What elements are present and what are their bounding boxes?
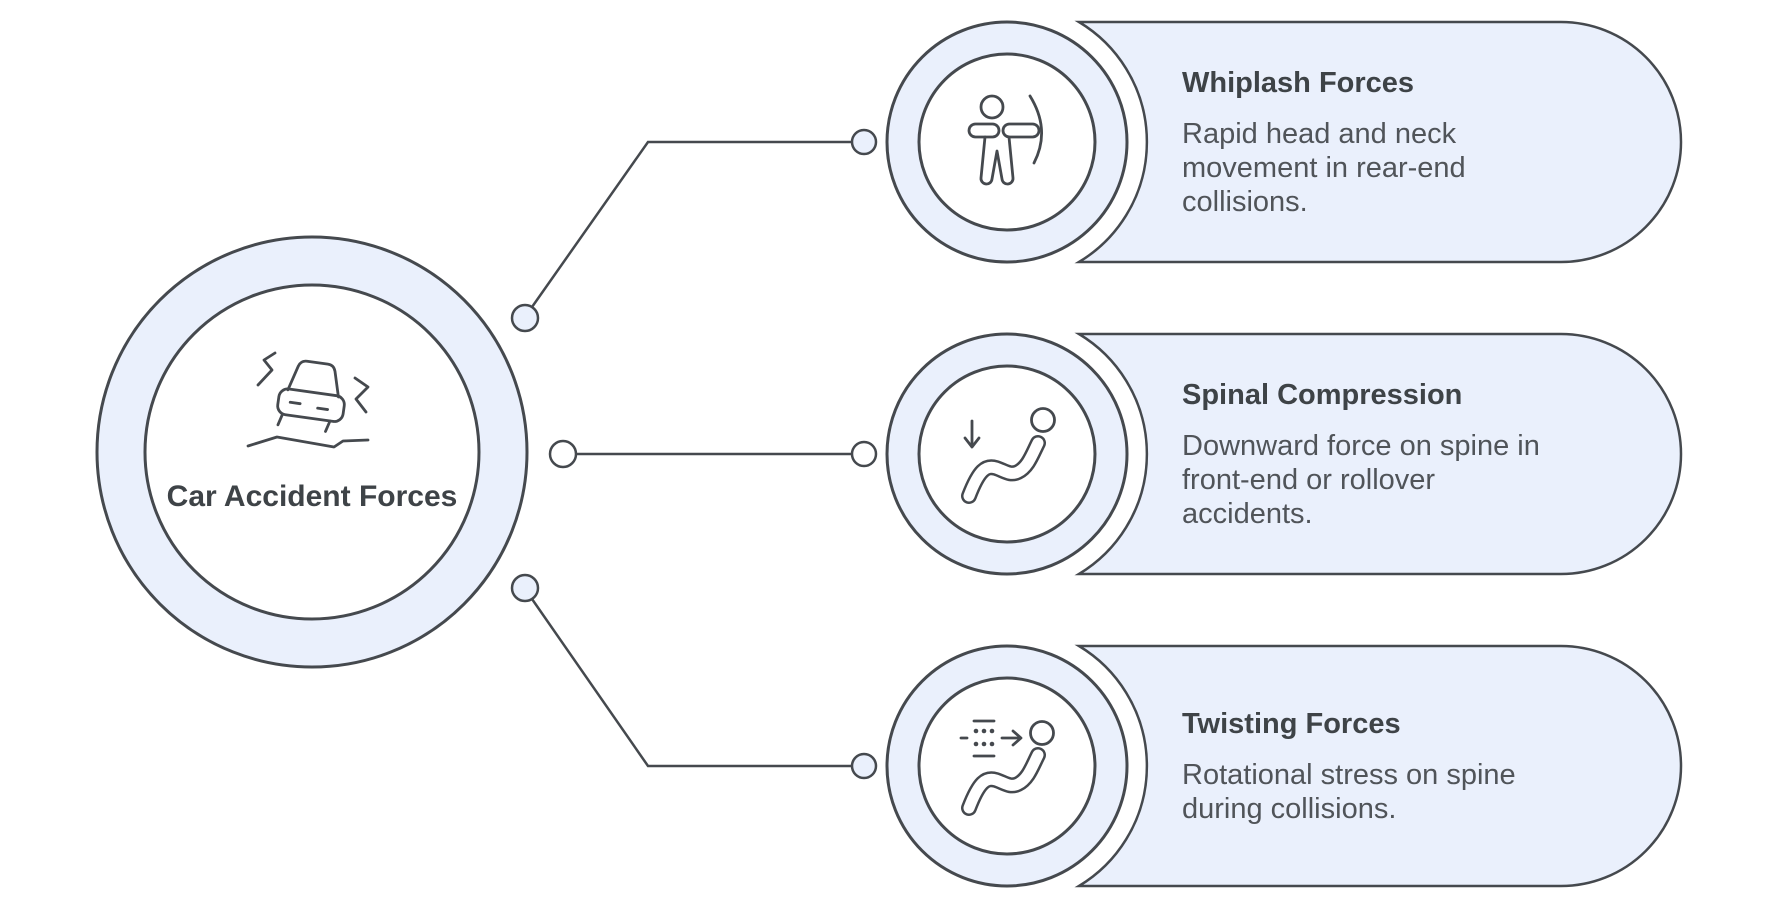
car-wheel-right (324, 419, 332, 433)
car-headlight-right (316, 406, 329, 411)
card-description-line: Rapid head and neck (1182, 118, 1457, 150)
icon-inner-circle-whiplash (917, 52, 1097, 232)
twisting-forces-icon (959, 719, 1055, 816)
car-body (276, 387, 346, 423)
person-arm-right (1001, 122, 1041, 139)
card-description-line: movement in rear-end (1182, 152, 1466, 184)
card-text-whiplash: Whiplash Forces Rapid head and neck move… (1182, 65, 1592, 219)
junction-node-twisting (510, 573, 540, 603)
force-dots (973, 728, 995, 747)
card-description-line: front-end or rollover (1182, 464, 1436, 496)
card-description-line: collisions. (1182, 186, 1308, 218)
hub-label: Car Accident Forces (166, 480, 458, 513)
connector-line-whiplash (530, 140, 852, 308)
card-shape-whiplash (1074, 20, 1683, 264)
card-description-line: accidents. (1182, 498, 1313, 530)
hub-inner-circle (143, 283, 481, 621)
car-body-group (276, 359, 346, 433)
person-head (979, 94, 1005, 120)
card-text-twisting: Twisting Forces Rotational stress on spi… (1182, 706, 1592, 826)
card-description-line: during collisions. (1182, 793, 1397, 825)
card-title: Twisting Forces (1182, 708, 1401, 740)
junction-node-spinal (548, 439, 578, 469)
impact-spark-left (256, 351, 277, 387)
impact-spark-right (353, 376, 370, 414)
reclined-spine-fill (963, 437, 1044, 502)
reclined-head (1029, 720, 1055, 746)
down-arrow-head (963, 436, 981, 449)
whiplash-person-icon (967, 94, 1044, 186)
car-wheel-left (276, 412, 284, 427)
card-title: Whiplash Forces (1182, 67, 1415, 99)
branch-node-spinal (850, 440, 878, 468)
card-shape-twisting (1074, 644, 1683, 888)
branch-node-twisting (850, 752, 878, 780)
right-arrow-head (1011, 729, 1023, 747)
crashed-car-icon (246, 351, 370, 449)
icon-inner-circle-twisting (917, 676, 1097, 856)
spinal-compression-icon (961, 407, 1056, 504)
branch-node-whiplash (850, 128, 878, 156)
icon-inner-circle-spinal (917, 364, 1097, 544)
reclined-head (1030, 407, 1056, 433)
junction-node-whiplash (510, 303, 540, 333)
card-title: Spinal Compression (1182, 379, 1463, 411)
skid-ground-line (246, 435, 370, 449)
person-legs (979, 135, 1015, 186)
card-shape-spinal (1074, 332, 1683, 576)
car-windshield (286, 359, 340, 399)
connector-line-twisting (530, 598, 852, 768)
card-text-spinal: Spinal Compression Downward force on spi… (1182, 377, 1592, 531)
reclined-spine-fill (963, 749, 1044, 814)
card-description-line: Rotational stress on spine (1182, 759, 1516, 791)
car-headlight-left (288, 400, 302, 406)
motion-arc (1028, 94, 1044, 165)
card-description-line: Downward force on spine in (1182, 430, 1540, 462)
